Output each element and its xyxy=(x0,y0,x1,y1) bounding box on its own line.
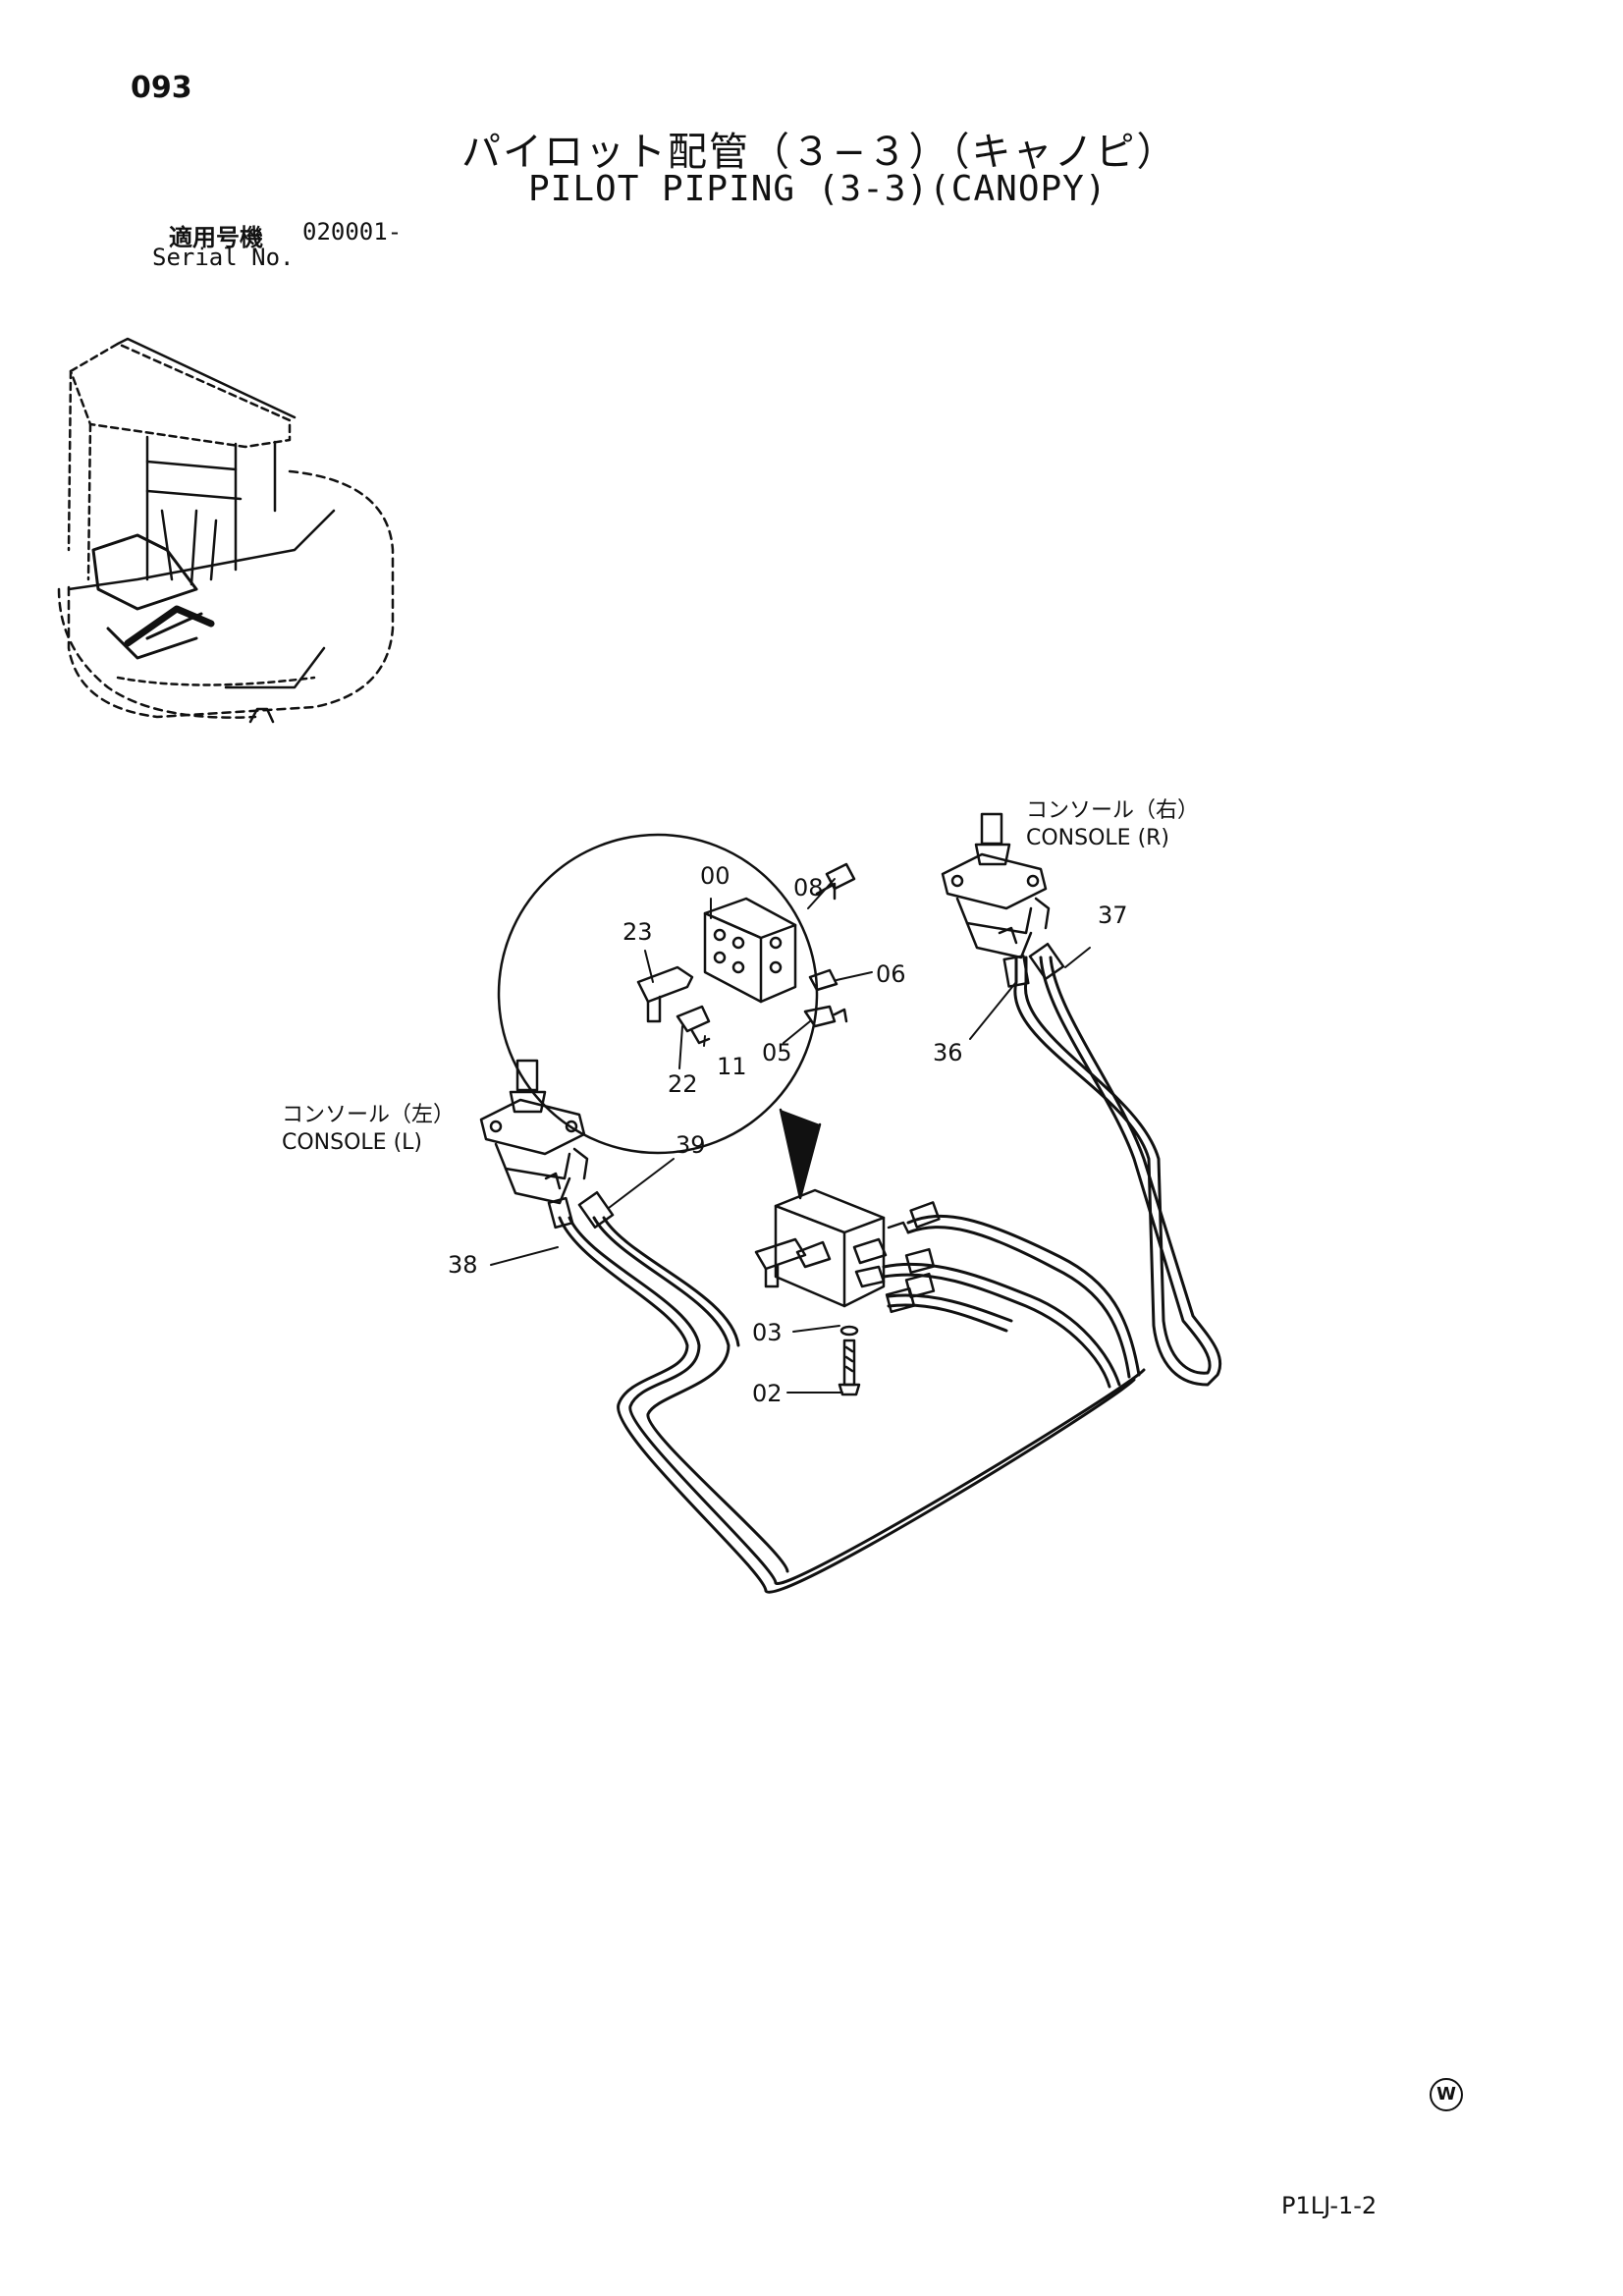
serial-label-english: Serial No. xyxy=(152,244,295,271)
callout-00: 00 xyxy=(700,862,730,890)
callout-39: 39 xyxy=(676,1131,706,1159)
drawing-code: P1LJ-1-2 xyxy=(1281,2192,1378,2219)
main-valve-block xyxy=(754,1188,910,1396)
detail-pointer-arrow xyxy=(779,1108,822,1200)
console-right-label: コンソール（右） CONSOLE (R) xyxy=(1026,797,1199,852)
console-left-label-english: CONSOLE (L) xyxy=(282,1130,422,1155)
callout-36: 36 xyxy=(933,1039,963,1066)
console-right-label-english: CONSOLE (R) xyxy=(1026,826,1170,850)
detail-valve-block xyxy=(636,862,856,1045)
callout-05: 05 xyxy=(762,1039,792,1066)
console-left-label-japanese: コンソール（左） xyxy=(282,1103,456,1127)
serial-label-japanese: 適用号機 xyxy=(169,224,263,251)
hose-valve-block xyxy=(882,1201,1141,1389)
serial-number-value: 020001- xyxy=(302,218,403,246)
console-right-label-japanese: コンソール（右） xyxy=(1026,798,1200,823)
hose-left-console xyxy=(547,1190,1146,1594)
page-title-english: PILOT PIPING (3-3)(CANOPY) xyxy=(528,169,1108,209)
callout-37: 37 xyxy=(1098,902,1128,929)
console-left-label: コンソール（左） CONSOLE (L) xyxy=(282,1102,455,1157)
callout-03: 03 xyxy=(752,1319,783,1346)
callout-06: 06 xyxy=(876,960,906,988)
page-title-japanese: パイロット配管（３−３）（キャノピ） xyxy=(461,130,1178,175)
callout-38: 38 xyxy=(448,1251,478,1279)
machine-location-view xyxy=(57,337,395,724)
hose-right-console xyxy=(1002,942,1222,1387)
console-right xyxy=(941,812,1051,959)
callout-08: 08 xyxy=(793,874,824,902)
callout-22: 22 xyxy=(668,1070,698,1098)
callout-02: 02 xyxy=(752,1380,783,1407)
watermark-mark: W xyxy=(1430,2078,1463,2111)
page-number: 093 xyxy=(131,71,192,105)
detail-magnifier-circle xyxy=(497,833,819,1155)
callout-11: 11 xyxy=(717,1053,747,1080)
console-left xyxy=(479,1059,589,1205)
callout-23: 23 xyxy=(622,918,653,946)
